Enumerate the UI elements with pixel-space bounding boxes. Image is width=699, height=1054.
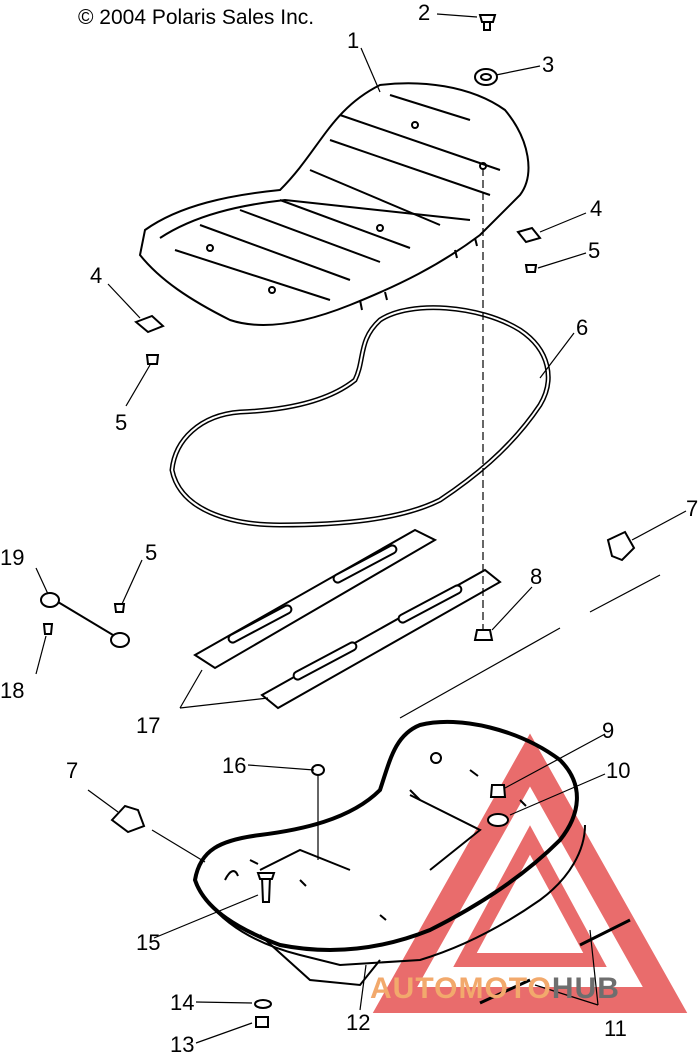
callout-16: 16: [222, 753, 246, 778]
part-8-nut: [473, 629, 494, 641]
part-4-clip-left: [134, 314, 165, 334]
part-mounting-plates: [193, 528, 502, 710]
callout-12: 12: [346, 1010, 370, 1035]
callout-19: 19: [0, 545, 24, 570]
hardware-parts: [42, 14, 636, 1028]
callout-2: 2: [418, 0, 430, 25]
part-2-rivet: [478, 14, 497, 23]
callout-5-right: 5: [588, 238, 600, 263]
callout-18: 18: [0, 678, 24, 703]
watermark-text: AUTOMOTOHUB: [370, 972, 620, 1006]
part-seal: [169, 305, 551, 528]
callout-4-left: 4: [90, 263, 102, 288]
part-18-rivet: [42, 623, 54, 635]
part-5-rivet-lower: [113, 603, 126, 613]
copyright-notice: © 2004 Polaris Sales Inc.: [78, 6, 315, 29]
callout-7-right: 7: [686, 496, 698, 521]
callout-10: 10: [606, 758, 630, 783]
callout-5-left: 5: [115, 410, 127, 435]
part-rear-rack: [138, 82, 530, 326]
callout-14: 14: [170, 990, 194, 1015]
callout-1: 1: [347, 28, 359, 53]
callout-5-lower: 5: [145, 540, 157, 565]
part-10-washer: [487, 813, 509, 827]
watermark-triangle: [372, 733, 688, 1013]
callout-6: 6: [576, 315, 588, 340]
watermark-text-auto: AUTOMOTO: [370, 972, 552, 1005]
part-storage-box: [192, 719, 586, 987]
callout-8: 8: [530, 564, 542, 589]
part-5-rivet-left: [145, 354, 160, 365]
part-11-rod: [479, 978, 531, 1005]
callout-4-right: 4: [590, 196, 602, 221]
callout-17: 17: [136, 713, 160, 738]
leader-lines: [35, 13, 687, 1044]
part-2-rivet-shank: [483, 21, 491, 31]
watermark-text-hub: HUB: [551, 972, 620, 1005]
part-cable: [40, 592, 130, 648]
callout-15: 15: [136, 930, 160, 955]
callout-3: 3: [542, 52, 554, 77]
callout-7-left: 7: [66, 758, 78, 783]
callout-13: 13: [170, 1032, 194, 1054]
part-14-washer: [254, 999, 272, 1009]
part-9-rivet: [489, 784, 507, 798]
part-7-latch-left: [110, 804, 146, 834]
callout-11: 11: [604, 1016, 627, 1041]
part-5-rivet-right: [524, 264, 538, 273]
part-13-nut: [255, 1016, 269, 1028]
part-4-clip-right: [516, 226, 542, 244]
part-15-bolt: [260, 876, 272, 903]
callout-9: 9: [602, 718, 614, 743]
part-7-latch-right: [606, 530, 636, 562]
